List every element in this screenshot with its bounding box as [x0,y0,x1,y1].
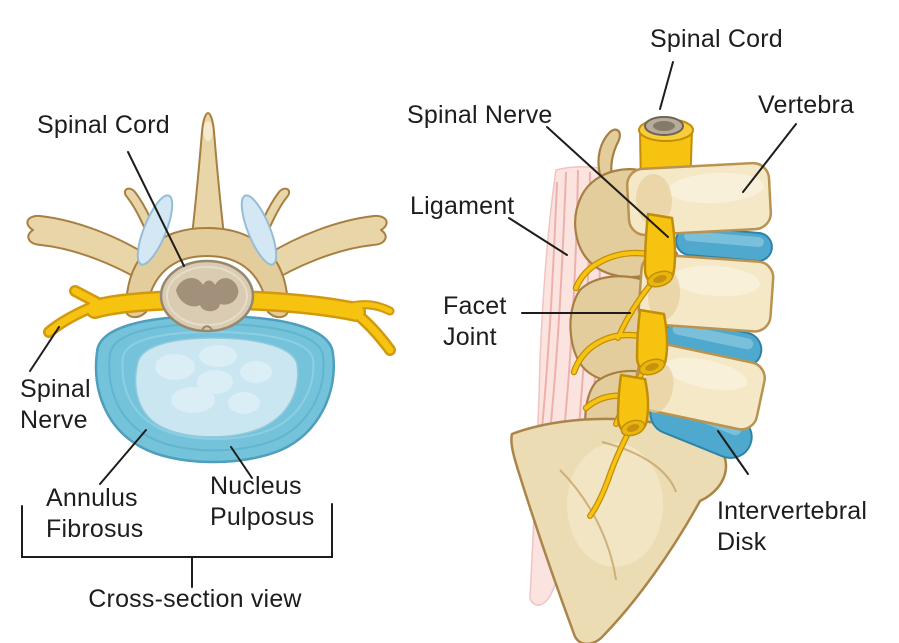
facet-cartilage-right [240,194,278,266]
leader-intervertebral-disk [717,430,749,475]
spinous-tip-highlight [203,121,213,141]
leader-spinal-nerve-right [546,126,669,238]
spinal-cord-cross-section [159,259,255,333]
label-annulus-fibrosus: Annulus Fibrosus [46,484,144,543]
facet-cartilage-left [136,194,174,266]
caption-cross-section-view: Cross-section view [88,585,302,613]
label-vertebra: Vertebra [758,91,855,119]
gray-matter-butterfly [176,277,239,312]
leader-nucleus-pulposus [230,446,253,479]
leader-ligament [508,217,568,256]
disk-cross-section [94,314,336,464]
label-spinal-cord-right: Spinal Cord [650,25,783,53]
label-intervertebral-disk: Intervertebral Disk [717,497,868,556]
leader-spinal-cord-right [659,61,674,110]
label-ligament: Ligament [410,192,515,220]
label-spinal-cord-left: Spinal Cord [37,111,170,139]
lateral-spine-illustration [508,61,797,643]
leader-spinal-cord-left [127,151,185,267]
label-nucleus-pulposus: Nucleus Pulposus [210,472,315,531]
spinous-process [189,112,227,253]
cross-section-bracket [21,503,333,558]
nucleus-blobs [155,345,272,414]
left-leader-lines [21,151,333,588]
leader-spinal-nerve-left [29,326,60,372]
transverse-process-left [26,214,153,287]
annulus-ring-2 [121,330,315,440]
label-facet-joint: Facet Joint [443,292,507,351]
leader-vertebra [742,123,797,193]
cross-section-illustration [21,112,396,588]
nerve-roots [570,212,677,519]
label-spinal-nerve-left: Spinal Nerve [20,375,91,434]
label-spinal-nerve-right: Spinal Nerve [407,101,553,129]
transverse-process-right [261,214,388,287]
vertebral-bodies [625,161,775,431]
right-leader-lines [508,61,797,475]
leader-annulus-fibrosus [99,429,147,485]
